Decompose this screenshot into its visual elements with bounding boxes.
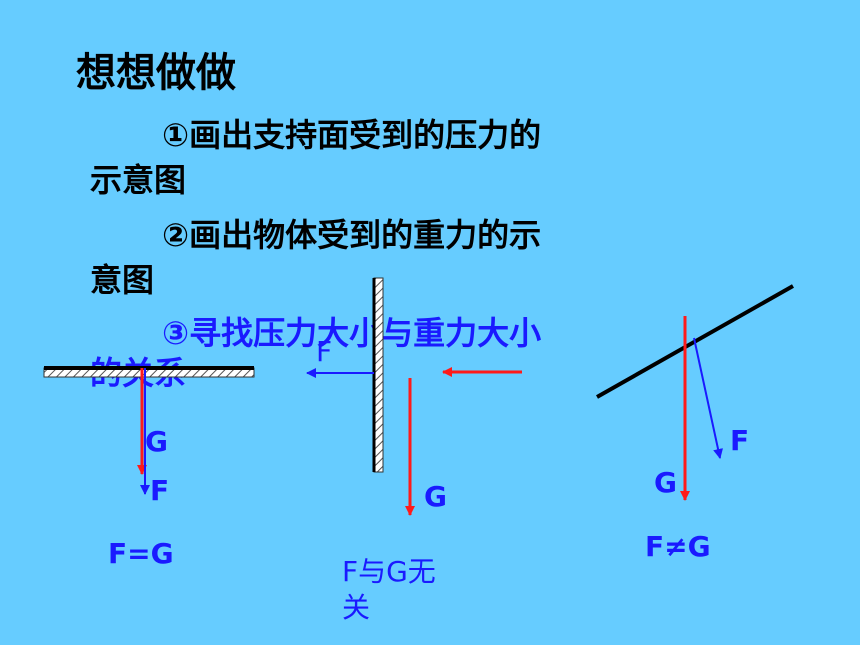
item2-line1: ②画出物体受到的重力的示 bbox=[162, 216, 542, 254]
diagram1 bbox=[43, 366, 255, 495]
relation-label-1: F=G bbox=[108, 537, 174, 570]
item1-line2: 示意图 bbox=[90, 161, 187, 199]
pressure-arrow-3 bbox=[693, 337, 723, 459]
relation-label-2b: 关 bbox=[342, 591, 371, 624]
item2-line2: 意图 bbox=[90, 261, 155, 299]
pressure-label-3: F bbox=[730, 424, 750, 457]
diagram3 bbox=[596, 284, 794, 501]
item3-line1: ③寻找压力大小与重力大小 bbox=[162, 314, 542, 352]
page-title: 想想做做 bbox=[76, 50, 236, 96]
item1-line1: ①画出支持面受到的压力的 bbox=[162, 116, 542, 154]
gravity-label-2: G bbox=[424, 480, 447, 513]
pressure-label-1: F bbox=[150, 474, 170, 507]
diagram2 bbox=[306, 277, 522, 516]
relation-label-3: F≠G bbox=[645, 530, 711, 563]
pressure-label-2: F bbox=[316, 335, 333, 368]
relation-label-2a: F与G无 bbox=[342, 555, 436, 588]
gravity-label-3: G bbox=[654, 466, 677, 499]
gravity-label-1: G bbox=[145, 425, 168, 458]
